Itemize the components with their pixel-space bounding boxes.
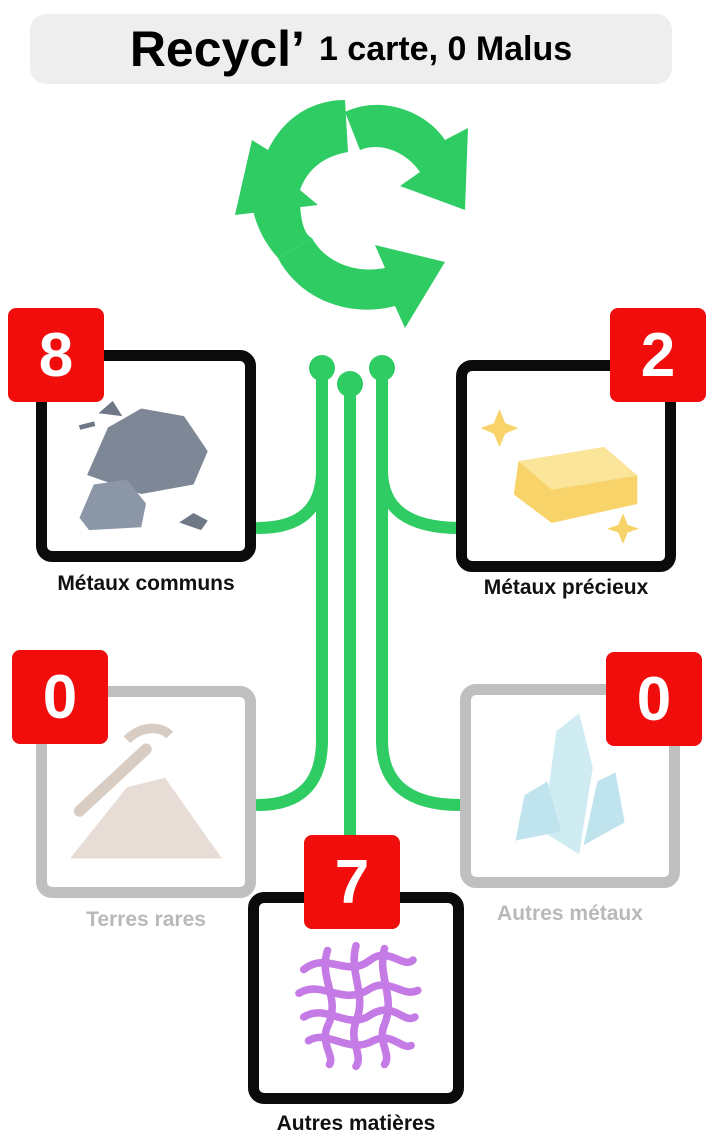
- badge-metaux-communs: 8: [8, 308, 104, 402]
- gold-bar-icon: [480, 409, 640, 544]
- badge-terres-rares: 0: [12, 650, 108, 744]
- label-autres-metaux: Autres métaux: [497, 902, 643, 925]
- badge-metaux-precieux: 2: [610, 308, 706, 402]
- pickaxe-mound-icon: [70, 723, 222, 859]
- badge-autres-matieres: 7: [304, 835, 400, 929]
- header-bar: Recycl’ 1 carte, 0 Malus: [30, 14, 672, 84]
- card-autres-metaux[interactable]: [460, 684, 680, 888]
- label-metaux-communs: Métaux communs: [57, 572, 235, 595]
- rock-ore-icon: [78, 400, 208, 531]
- recycle-icon: [235, 100, 468, 328]
- fiber-mesh-icon: [295, 941, 422, 1071]
- label-metaux-precieux: Métaux précieux: [483, 576, 649, 599]
- label-autres-matieres: Autres matières: [276, 1112, 436, 1135]
- label-terres-rares: Terres rares: [86, 908, 206, 931]
- page-subtitle: 1 carte, 0 Malus: [318, 29, 573, 68]
- badge-autres-metaux: 0: [606, 652, 702, 746]
- page-title: Recycl’: [129, 21, 305, 77]
- crystal-icon: [515, 713, 625, 855]
